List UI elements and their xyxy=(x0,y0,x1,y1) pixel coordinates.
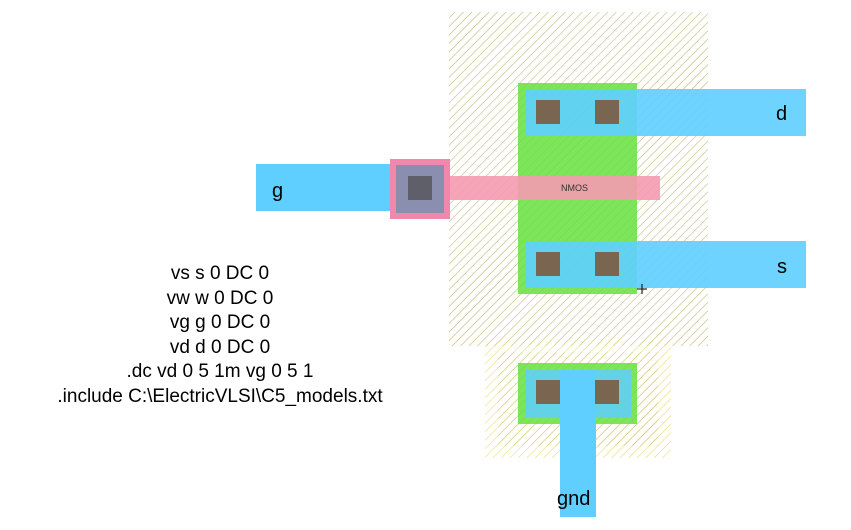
drain-label: d xyxy=(776,103,787,125)
substrate-contact-1 xyxy=(536,380,560,404)
metal-wire-source xyxy=(525,241,806,288)
drain-contact-2 xyxy=(595,100,619,124)
spice-line: vg g 0 DC 0 xyxy=(169,312,271,333)
source-label: s xyxy=(777,256,787,278)
spice-line: .include C:\ElectricVLSI\C5_models.txt xyxy=(57,385,383,407)
metal-wire-drain xyxy=(525,89,806,136)
spice-line: .dc vd 0 5 1m vg 0 5 1 xyxy=(126,361,314,382)
device-label: NMOS xyxy=(561,183,588,193)
drain-contact-1 xyxy=(536,100,560,124)
gate-label: g xyxy=(272,180,283,202)
source-contact-2 xyxy=(595,252,619,276)
spice-line: vd d 0 DC 0 xyxy=(169,336,271,358)
spice-line: vs s 0 DC 0 xyxy=(170,263,270,284)
substrate-contact-2 xyxy=(595,380,619,404)
poly-gate xyxy=(440,176,660,200)
origin-cross-icon xyxy=(637,284,647,294)
ground-label: gnd xyxy=(557,488,590,510)
source-contact-1 xyxy=(536,252,560,276)
poly-contact-cut xyxy=(408,176,432,200)
spice-code-block: vs s 0 DC 0 vw w 0 DC 0 vg g 0 DC 0 vd d… xyxy=(0,262,440,409)
metal-wire-gate xyxy=(256,164,396,211)
spice-line: vw w 0 DC 0 xyxy=(166,287,274,309)
